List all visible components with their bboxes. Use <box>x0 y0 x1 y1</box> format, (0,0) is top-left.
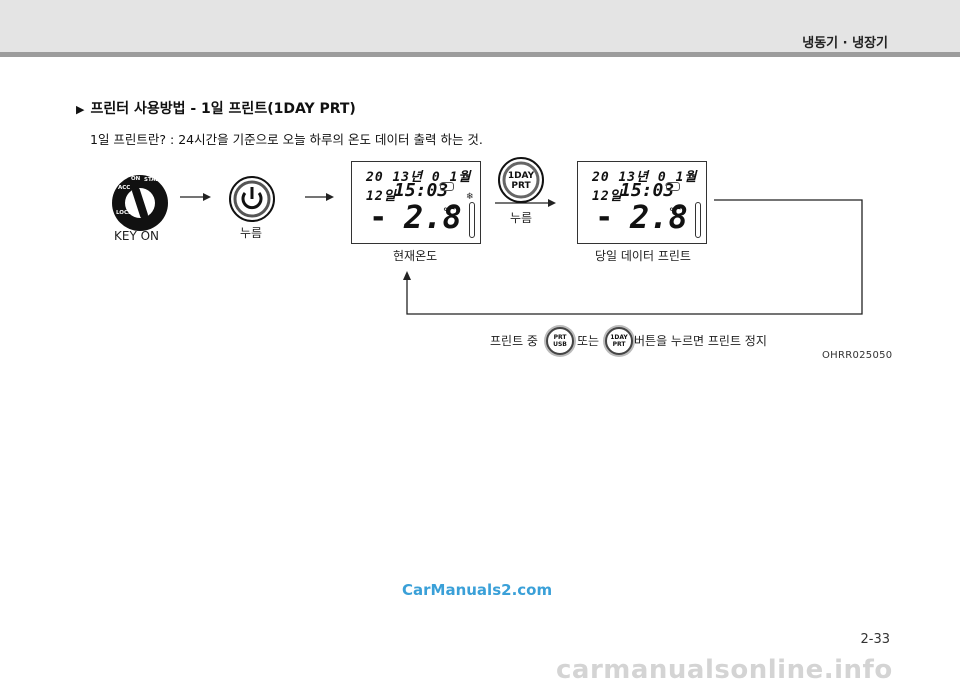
watermark-link[interactable]: CarManuals2.com <box>402 581 553 599</box>
prt-usb-top: PRT <box>553 334 567 341</box>
page-number: 2-33 <box>860 632 890 647</box>
oneday-button-top-text: 1DAY <box>508 171 535 181</box>
lcd-temperature: 2.8 <box>404 198 462 236</box>
prt-usb-button-icon: PRT USB <box>546 327 574 355</box>
stop-text-3: 버튼을 누르면 프린트 정지 <box>634 334 767 348</box>
lcd-unit: ℃ <box>443 207 456 218</box>
oneday-small-top: 1DAY <box>610 334 628 341</box>
header-title: 냉동기 · 냉장기 <box>802 36 888 51</box>
triangle-marker-icon: ▶ <box>76 103 85 116</box>
lcd-date: 20 13년 0 1월 12일 <box>592 170 698 204</box>
key-ring-text: ACC <box>118 185 130 191</box>
oneday-small-bottom: PRT <box>612 341 626 348</box>
section-title: ▶ 프린터 사용방법 - 1일 프린트(1DAY PRT) <box>76 98 356 118</box>
stop-text-2: 또는 <box>577 334 600 348</box>
header-band <box>0 0 960 52</box>
power-press-label: 누름 <box>240 226 263 240</box>
lcd-indicator-icon <box>440 182 454 191</box>
lcd-date: 20 13년 0 1월 12일 <box>366 170 472 204</box>
lcd-temperature: 2.8 <box>630 198 688 236</box>
oneday-prt-small-icon: 1DAY PRT <box>605 327 633 355</box>
thermometer-icon <box>469 202 475 238</box>
lcd-display-current: 20 13년 0 1월 12일 15:03 - 2.8 ℃ ❄ <box>351 161 481 244</box>
lcd-minus: - <box>372 200 385 235</box>
lcd-indicator-icon <box>666 182 680 191</box>
prt-usb-bottom: USB <box>553 341 567 348</box>
arrow-icon <box>495 199 556 207</box>
watermark-footer: carmanualsonline.info <box>556 655 893 685</box>
lcd-time: 15:03 <box>620 180 675 201</box>
lcd-time: 15:03 <box>394 180 449 201</box>
svg-text:LOCK: LOCK <box>116 210 133 216</box>
snowflake-icon: ❄ <box>466 192 474 202</box>
key-on-label: KEY ON <box>114 229 160 243</box>
arrow-icon <box>305 193 334 201</box>
header-rule <box>0 52 960 57</box>
section-description: 1일 프린트란? : 24시간을 기준으로 오늘 하루의 온도 데이터 출력 하… <box>90 132 483 147</box>
section-title-text: 프린터 사용방법 - 1일 프린트(1DAY PRT) <box>90 101 356 117</box>
oneday-button-bottom-text: PRT <box>511 181 531 191</box>
lcd-display-print: 20 13년 0 1월 12일 15:03 - 2.8 ℃ <box>577 161 707 244</box>
oneday-prt-button-icon: 1DAY PRT <box>498 157 544 203</box>
arrow-icon <box>180 193 211 201</box>
lcd1-caption: 현재온도 <box>393 249 438 263</box>
stop-text-1: 프린트 중 <box>490 334 538 348</box>
svg-text:START: START <box>144 177 164 183</box>
lcd-minus: - <box>598 200 611 235</box>
oneday-press-label: 누름 <box>510 211 533 225</box>
thermometer-icon <box>695 202 701 238</box>
figure-code: OHRR025050 <box>822 350 893 361</box>
lcd2-caption: 당일 데이터 프린트 <box>595 249 691 263</box>
svg-text:ON: ON <box>131 176 141 182</box>
power-button-icon <box>229 176 275 222</box>
key-switch-icon: ACC ON START LOCK <box>112 175 168 231</box>
lcd-unit: ℃ <box>669 207 682 218</box>
print-path-connector <box>403 199 863 315</box>
